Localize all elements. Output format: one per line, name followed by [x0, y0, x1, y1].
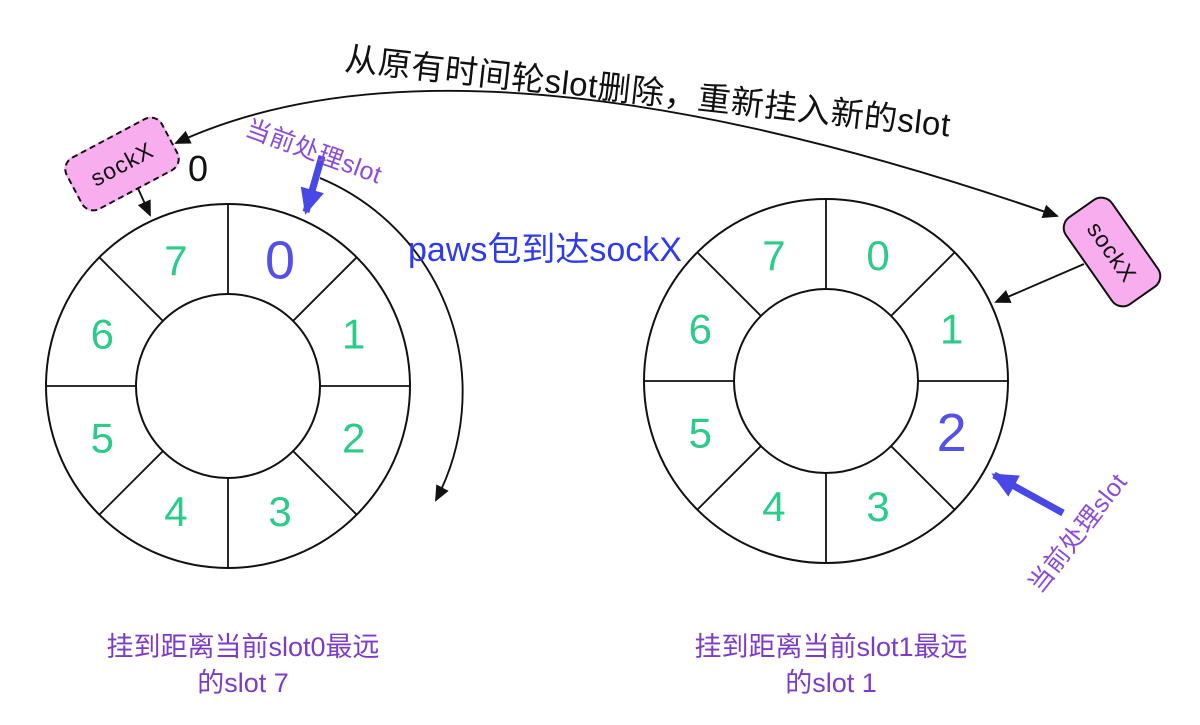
right-caption-line1: 挂到距离当前slot1最远: [694, 632, 968, 662]
left-current-slot-arrow: [300, 155, 326, 215]
slot-number-2: 2: [342, 415, 365, 462]
slot-number-7: 7: [164, 237, 187, 284]
left-caption-line2: 的slot 7: [197, 668, 289, 698]
slot-number-3: 3: [268, 488, 291, 535]
slot-number-5: 5: [91, 415, 114, 462]
right-sock-connector-arrow: [994, 263, 1085, 303]
paws-annotation: paws包到达sockX: [408, 231, 682, 269]
left-wheel-caption: 挂到距离当前slot0最远 的slot 7: [90, 629, 396, 701]
slot-number-5: 5: [689, 410, 712, 457]
slot-number-3: 3: [866, 483, 889, 530]
slot-number-4: 4: [164, 488, 187, 535]
slot-number-0: 0: [866, 232, 889, 279]
right-wheel-caption: 挂到距离当前slot1最远 的slot 1: [678, 629, 984, 701]
slot-number-0: 0: [265, 230, 295, 290]
slot-number-1: 1: [342, 310, 365, 357]
left-caption-line1: 挂到距离当前slot0最远: [106, 632, 380, 662]
right-timing-wheel: 0 1 2 3 4 5 6 7: [643, 198, 1009, 564]
slot-number-7: 7: [762, 232, 785, 279]
rotation-arrow: [319, 177, 464, 502]
slot-counter-label: 0: [187, 148, 209, 189]
sockx-box-left-label: sockX: [85, 136, 158, 191]
slot-number-6: 6: [689, 305, 712, 352]
right-caption-line2: 的slot 1: [785, 668, 877, 698]
slot-number-4: 4: [762, 483, 785, 530]
slot-number-6: 6: [91, 310, 114, 357]
transfer-curve-arrow: [174, 89, 1059, 219]
left-timing-wheel: 01 2 3 4 5 6 7: [45, 203, 411, 569]
slot-number-2: 2: [937, 403, 967, 463]
right-current-slot-arrow: [991, 471, 1065, 517]
slot-number-1: 1: [940, 305, 963, 352]
